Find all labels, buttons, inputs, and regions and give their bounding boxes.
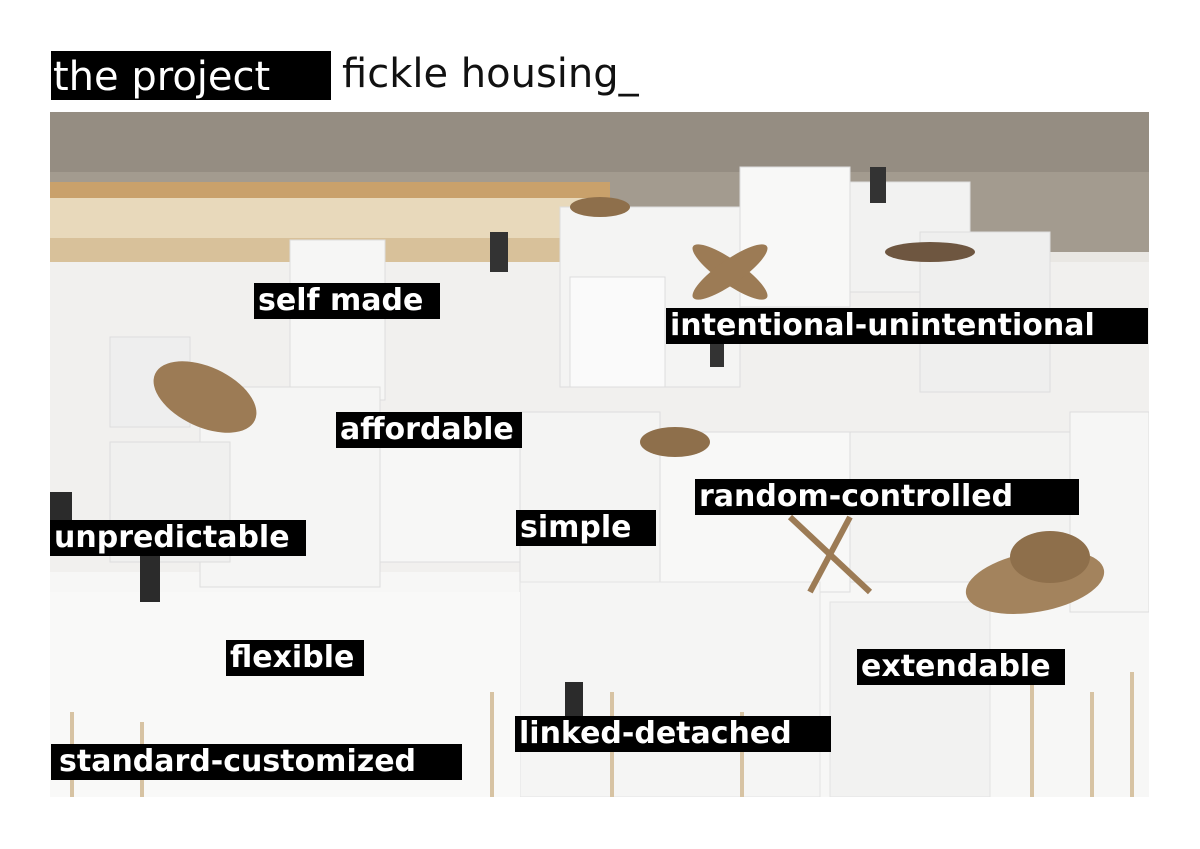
tag-linked-detached: linked-detached [515,716,831,752]
tag-simple: simple [516,510,656,546]
project-label: the project [51,51,331,100]
tag-flexible: flexible [226,640,364,676]
architecture-model-photo [50,112,1149,797]
tag-extendable: extendable [857,649,1065,685]
tag-affordable: affordable [336,412,522,448]
tag-random-controlled: random-controlled [695,479,1079,515]
model-illustration [50,112,1149,797]
tag-standard-customized: standard-customized [51,744,462,780]
tag-intentional-unintentional: intentional-unintentional [666,308,1148,344]
project-title: fickle housing_ [342,51,639,97]
tag-unpredictable: unpredictable [50,520,306,556]
tag-self-made: self made [254,283,440,319]
